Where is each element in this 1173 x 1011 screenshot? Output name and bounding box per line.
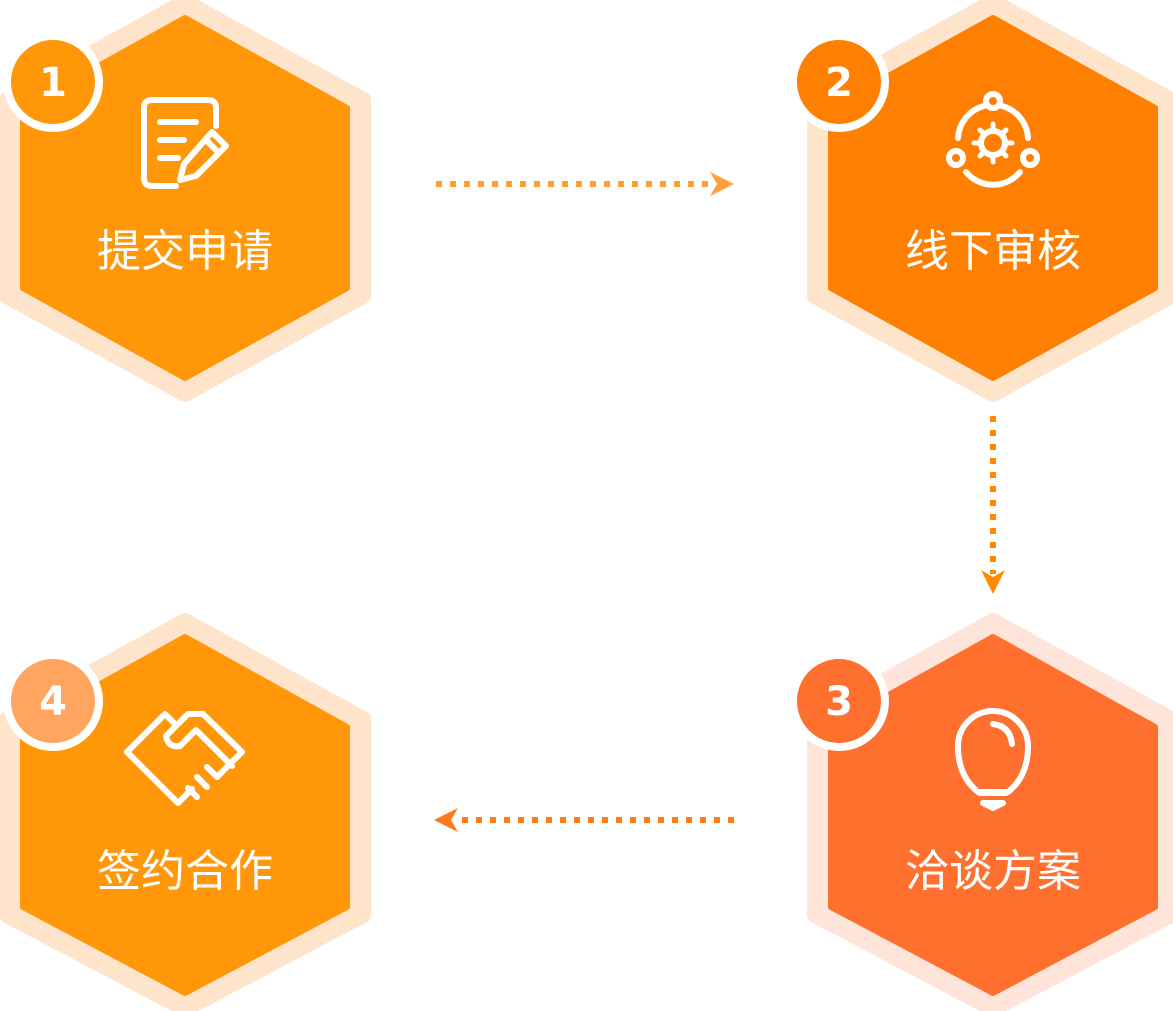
- step-2: 2 线下审核: [789, 0, 1173, 402]
- step-1-badge: [3, 32, 103, 132]
- step-2-badge: [789, 32, 889, 132]
- step-3-badge: [789, 651, 889, 751]
- step-1-number: 1: [39, 60, 67, 106]
- step-1: 1 提交申请: [0, 0, 371, 402]
- step-4-label: 签约合作: [97, 846, 273, 897]
- arrow-1-to-2: [436, 172, 734, 196]
- step-3: 3 洽谈方案: [789, 613, 1173, 1011]
- step-3-label: 洽谈方案: [905, 846, 1081, 897]
- handshake-icon: [124, 711, 245, 806]
- document-edit-icon: [141, 97, 229, 189]
- step-3-number: 3: [825, 679, 853, 725]
- step-1-label: 提交申请: [97, 226, 273, 277]
- arrow-2-to-3: [981, 416, 1005, 594]
- lightbulb-icon: [955, 708, 1031, 811]
- step-4: 4 签约合作: [0, 613, 371, 1011]
- arrow-3-to-4: [434, 808, 734, 832]
- step-2-number: 2: [825, 60, 853, 106]
- step-2-label: 线下审核: [905, 226, 1081, 277]
- step-4-number: 4: [39, 679, 67, 725]
- step-4-badge: [3, 651, 103, 751]
- gear-review-icon: [946, 91, 1040, 188]
